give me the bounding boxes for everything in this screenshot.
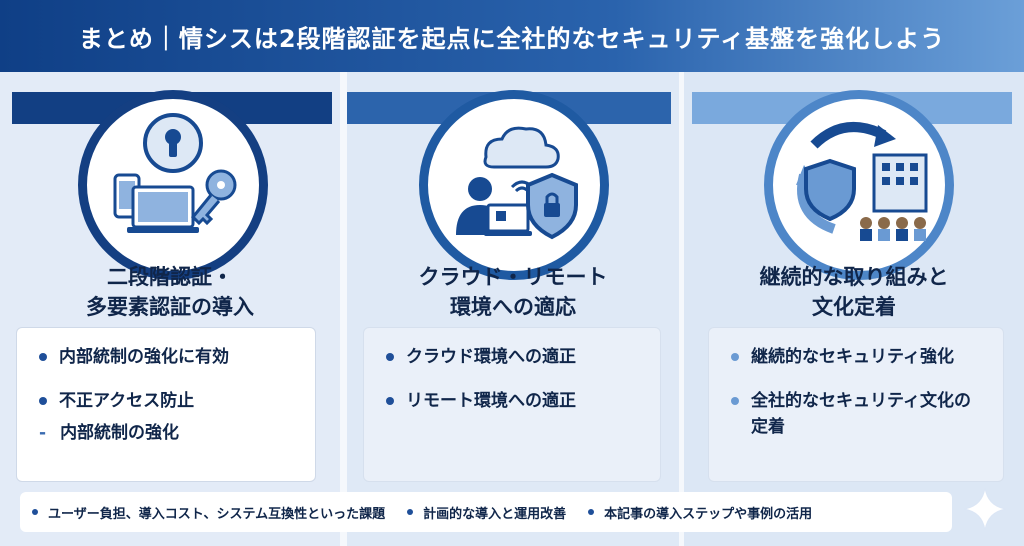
list-item: 継続的なセキュリティ強化 (727, 344, 985, 370)
list-item: 内部統制の強化に有効 (35, 344, 297, 370)
page-title: まとめ｜情シスは2段階認証を起点に全社的なセキュリティ基盤を強化しよう (0, 0, 1024, 72)
list-item: 不正アクセス防止 (35, 388, 297, 414)
cloud-remote-shield-icon (419, 90, 609, 280)
column-card: 内部統制の強化に有効 不正アクセス防止 -内部統制の強化 (16, 327, 316, 482)
cycle-shield-building-people-icon (764, 90, 954, 280)
column-card: クラウド環境への適正 リモート環境への適正 (363, 327, 661, 482)
footer-item: 本記事の導入ステップや事例の活用 (588, 503, 812, 522)
column-culture: 継続的な取り組みと 文化定着 継続的なセキュリティ強化 全社的なセキュリティ文化… (684, 72, 1024, 546)
column-cloud-remote: クラウド・リモート 環境への適応 クラウド環境への適正 リモート環境への適正 (347, 72, 679, 546)
column-card: 継続的なセキュリティ強化 全社的なセキュリティ文化の定着 (708, 327, 1004, 482)
summary-footer: ユーザー負担、導入コスト、システム互換性といった課題 計画的な導入と運用改善 本… (20, 492, 952, 532)
column-mfa: 二段階認証・ 多要素認証の導入 内部統制の強化に有効 不正アクセス防止 -内部統… (0, 72, 340, 546)
column-title: 継続的な取り組みと 文化定着 (759, 265, 949, 319)
footer-item: 計画的な導入と運用改善 (407, 503, 566, 522)
sparkle-icon (963, 487, 1007, 531)
list-item: リモート環境への適正 (382, 388, 642, 414)
lock-devices-key-icon (78, 90, 268, 280)
footer-item: ユーザー負担、導入コスト、システム互換性といった課題 (32, 503, 385, 522)
list-item: クラウド環境への適正 (382, 344, 642, 370)
column-title: 二段階認証・ 多要素認証の導入 (86, 265, 254, 319)
sub-list-item: -内部統制の強化 (39, 423, 180, 443)
column-title: クラウド・リモート 環境への適応 (418, 265, 608, 319)
list-item: 全社的なセキュリティ文化の定着 (727, 388, 985, 440)
